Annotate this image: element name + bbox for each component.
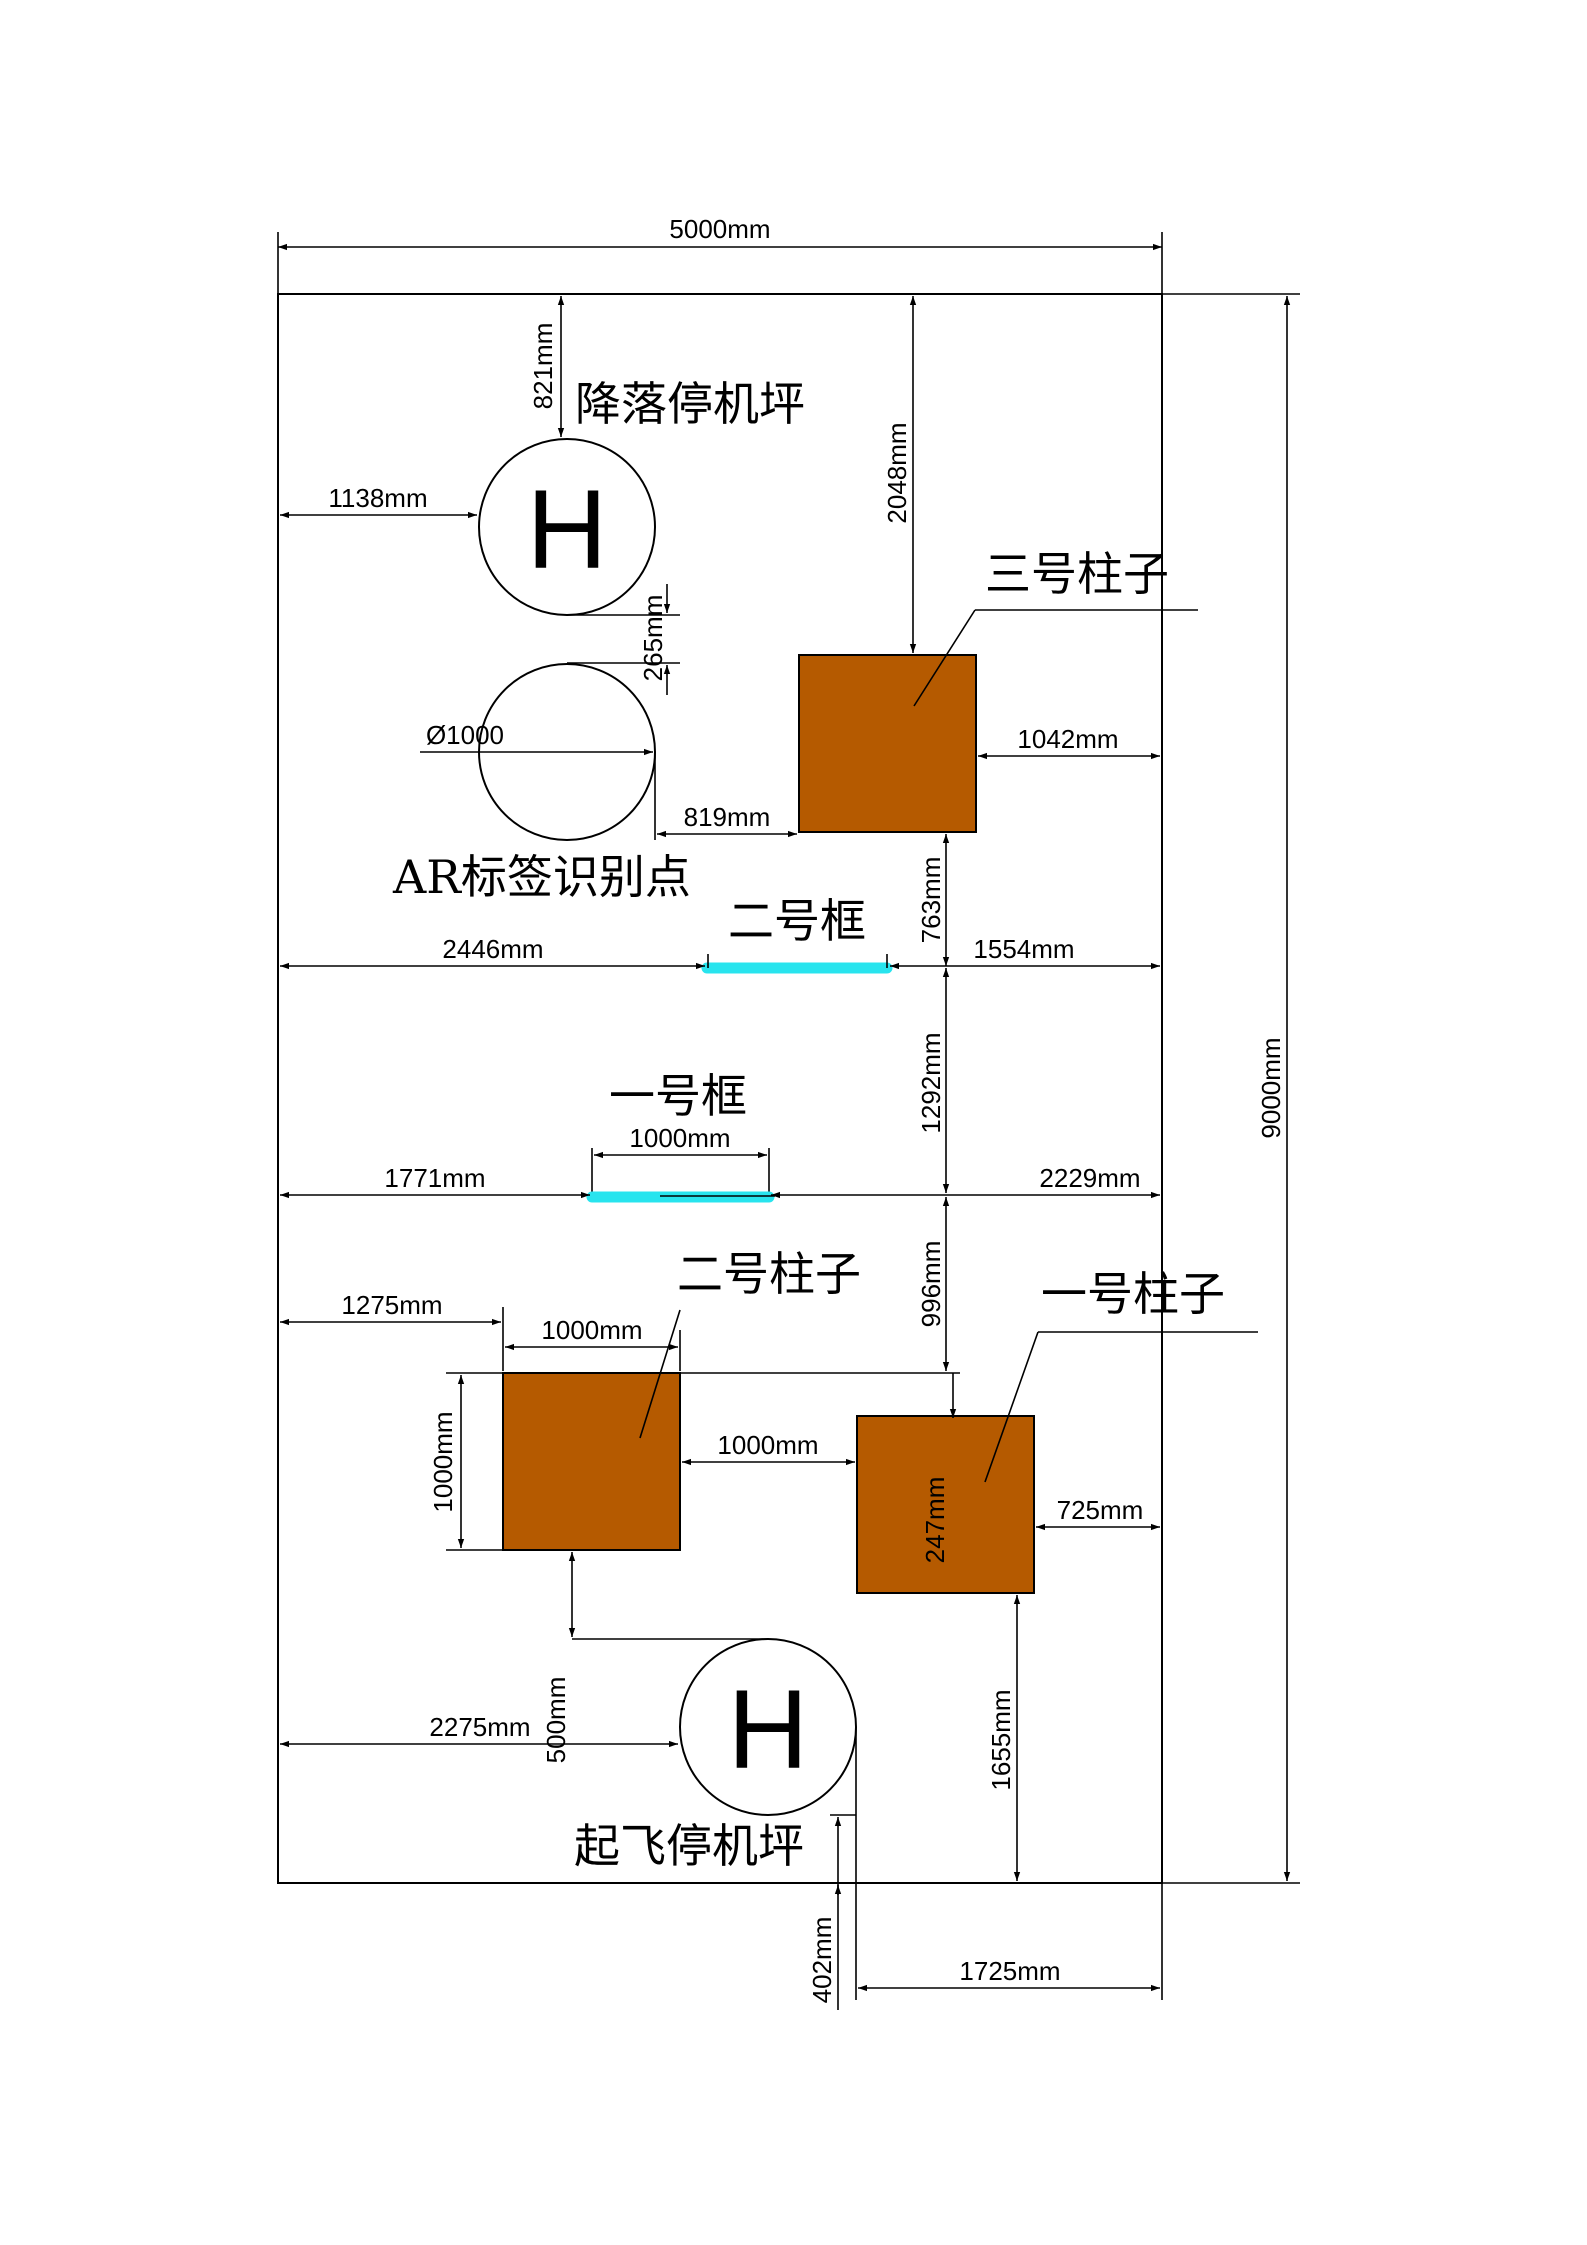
- pillar-2-label: 二号柱子: [677, 1247, 861, 1301]
- pillar-2-gap-above-label: 996mm: [916, 1241, 946, 1328]
- frame-1-right-label: 2229mm: [1039, 1163, 1140, 1193]
- pillar-3-label: 三号柱子: [985, 547, 1169, 601]
- takeoff-pad-left-dimension: 2275mm: [280, 1712, 678, 1748]
- landing-pad-h-symbol: H: [527, 467, 608, 592]
- takeoff-pad-gap-label: 500mm: [541, 1677, 571, 1764]
- pillar-1-label: 一号柱子: [1041, 1267, 1225, 1321]
- pillar-3-block: [798, 654, 977, 833]
- ar-marker-label: AR标签识别点: [392, 850, 691, 904]
- ar-marker-diameter-label: Ø1000: [426, 720, 504, 750]
- pillar-3-top-label: 2048mm: [882, 422, 912, 523]
- pillar-3-top-dimension: 2048mm: [882, 296, 917, 653]
- pillar-2-width-label: 1000mm: [541, 1315, 642, 1345]
- takeoff-pad-left-label: 2275mm: [429, 1712, 530, 1742]
- frame-1-left-dimension: 1771mm: [280, 1163, 590, 1199]
- field-width-label: 5000mm: [669, 214, 770, 244]
- pillar-1-bottom-dimension: 1655mm: [986, 1595, 1021, 1881]
- landing-pad-gap-label: 265mm: [638, 595, 668, 682]
- pillar-1-bottom-label: 1655mm: [986, 1689, 1016, 1790]
- landing-pad-top-label: 821mm: [528, 323, 558, 410]
- pillar-1-offset-label: 247mm: [920, 1477, 950, 1564]
- pillar-1-leader: [984, 1331, 1258, 1483]
- pillar-2-width-dimension: 1000mm: [505, 1315, 681, 1371]
- pillar-3-bottom-dimension: 763mm: [916, 834, 950, 966]
- pillar-3-bottom-label: 763mm: [916, 857, 946, 944]
- ar-marker-right-label: 819mm: [684, 802, 771, 832]
- ar-marker-right-dimension: 819mm: [654, 752, 797, 840]
- pillar-2-left-dimension: 1275mm: [280, 1290, 504, 1371]
- takeoff-pad-label: 起飞停机坪: [574, 1819, 804, 1873]
- field-height-label: 9000mm: [1256, 1037, 1286, 1138]
- frame-1-left-label: 1771mm: [384, 1163, 485, 1193]
- frame-2-right-dimension: 1554mm: [890, 934, 1160, 970]
- pillar-1-block: [856, 1415, 1035, 1594]
- pillar-2-leader: [639, 1309, 960, 1439]
- frame-1-gap-above-dimension: 1292mm: [916, 968, 950, 1193]
- takeoff-pad: H: [679, 1638, 857, 1816]
- takeoff-pad-bottom-dimension: 402mm: [807, 1727, 857, 2010]
- frame-1-gap-above-label: 1292mm: [916, 1032, 946, 1133]
- pillar-2-height-dimension: 1000mm: [428, 1372, 503, 1551]
- takeoff-pad-right-dimension: 1725mm: [858, 1883, 1163, 2000]
- pillar-1-offset-dimension: 247mm: [920, 1373, 957, 1564]
- landing-pad-gap-dimension: 265mm: [567, 584, 680, 695]
- pillar-1-right-dimension: 725mm: [1036, 1495, 1160, 1531]
- pillar-1-right-label: 725mm: [1057, 1495, 1144, 1525]
- landing-pad-top-dimension: 821mm: [528, 296, 565, 437]
- pillar-2-block: [502, 1372, 681, 1551]
- frame-1-label: 一号框: [609, 1069, 747, 1123]
- frame-2-left-label: 2446mm: [442, 934, 543, 964]
- takeoff-pad-bottom-label: 402mm: [807, 1917, 837, 2004]
- takeoff-pad-h-symbol: H: [728, 1667, 809, 1792]
- landing-pad: H: [478, 438, 656, 616]
- landing-pad-left-dimension: 1138mm: [280, 483, 477, 519]
- pillar-3-right-label: 1042mm: [1017, 724, 1118, 754]
- field-width-dimension: 5000mm: [277, 214, 1163, 294]
- field-boundary: [277, 293, 1163, 1884]
- frame-2-right-label: 1554mm: [973, 934, 1074, 964]
- pillar-3-right-dimension: 1042mm: [978, 724, 1160, 760]
- ar-marker-diameter-dimension: Ø1000: [420, 720, 653, 756]
- takeoff-pad-gap-dimension: 500mm: [541, 1552, 768, 1763]
- takeoff-pad-right-label: 1725mm: [959, 1956, 1060, 1986]
- frame-2-label: 二号框: [728, 894, 866, 948]
- frame-1-width-label: 1000mm: [629, 1123, 730, 1153]
- field-height-dimension: 9000mm: [1162, 293, 1300, 1884]
- landing-pad-left-label: 1138mm: [328, 483, 427, 513]
- pillar-2-height-label: 1000mm: [428, 1411, 458, 1512]
- pillar-1-gap-label: 1000mm: [717, 1430, 818, 1460]
- pillar-2-left-label: 1275mm: [341, 1290, 442, 1320]
- pillar-2-gap-above-dimension: 996mm: [916, 1197, 950, 1371]
- frame-1-right-dimension: 2229mm: [771, 1163, 1160, 1199]
- landing-pad-label: 降落停机坪: [575, 377, 805, 431]
- pillar-3-leader: [913, 609, 1198, 707]
- frame-2-left-dimension: 2446mm: [280, 934, 888, 970]
- frame-1-width-dimension: 1000mm: [591, 1123, 770, 1196]
- pillar-1-gap-dimension: 1000mm: [682, 1430, 855, 1466]
